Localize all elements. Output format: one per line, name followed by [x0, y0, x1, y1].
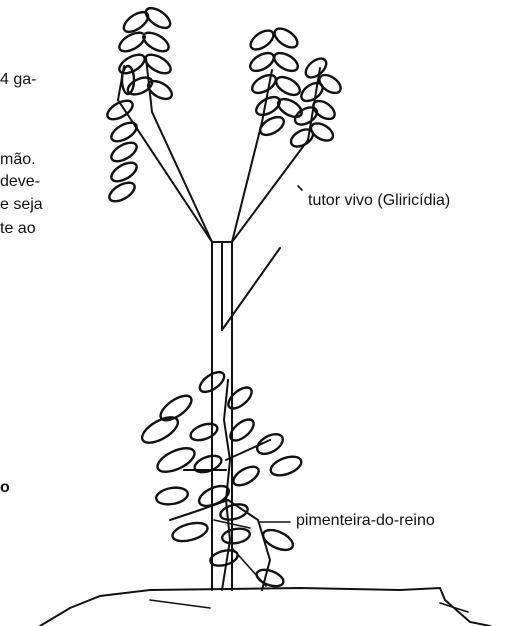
support-label: tutor vivo (Gliricídia) — [308, 192, 450, 210]
support-branches — [118, 58, 320, 330]
plant-label: pimenteira-do-reino — [296, 512, 435, 530]
leaves-left-cluster — [104, 4, 174, 205]
pepper-leaves — [138, 368, 304, 589]
support-label-leader — [298, 186, 302, 190]
ground-mound — [40, 588, 490, 626]
